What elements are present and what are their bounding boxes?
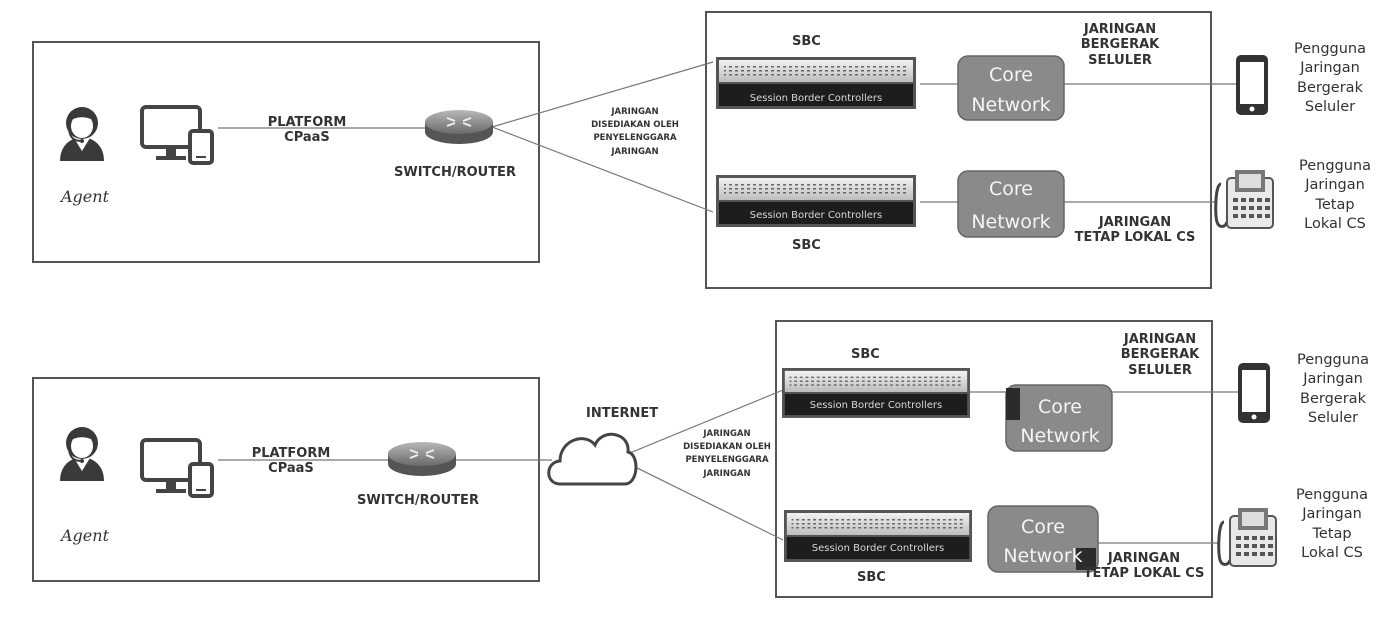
sbc-device-top-2: Session Border Controllers xyxy=(716,175,916,227)
enterprise-box-bottom xyxy=(32,377,540,582)
svg-text:Core: Core xyxy=(989,178,1033,200)
agent-icon xyxy=(59,426,105,482)
sbc-device-text: Session Border Controllers xyxy=(810,400,942,411)
connections-top xyxy=(218,61,1236,213)
computer-tablet-icon xyxy=(140,105,214,165)
sbc-label: SBC xyxy=(792,238,821,253)
desk-phone-icon xyxy=(1214,168,1275,230)
sbc-device-text: Session Border Controllers xyxy=(812,543,944,554)
enterprise-box-top xyxy=(32,41,540,263)
svg-text:Network: Network xyxy=(971,211,1050,233)
sbc-label: SBC xyxy=(857,570,886,585)
sbc-device-text: Session Border Controllers xyxy=(750,93,882,104)
svg-text:Network: Network xyxy=(1020,425,1099,447)
mobile-phone-icon xyxy=(1238,363,1270,423)
sbc-device-bottom-2: Session Border Controllers xyxy=(784,510,973,562)
svg-text:Network: Network xyxy=(971,94,1050,116)
core-network-bottom-2: Core Network xyxy=(987,505,1099,573)
core-network-top-2: Core Network xyxy=(957,170,1065,238)
sbc-device-text: Session Border Controllers xyxy=(750,210,882,221)
svg-text:Core: Core xyxy=(1038,396,1082,418)
router-label: SWITCH/ROUTER xyxy=(357,493,479,508)
router-label: SWITCH/ROUTER xyxy=(394,165,516,180)
agent-label: Agent xyxy=(61,187,109,206)
computer-tablet-icon xyxy=(140,438,214,498)
operator-box-top xyxy=(705,11,1212,289)
internet-cloud-icon xyxy=(547,432,638,486)
core-network-top-1: Core Network xyxy=(957,55,1065,121)
operator-box-bottom xyxy=(775,320,1213,598)
internet-label: INTERNET xyxy=(586,406,659,421)
sbc-device-top-1: Session Border Controllers xyxy=(716,57,916,109)
mobile-phone-icon xyxy=(1236,55,1268,115)
svg-text:Core: Core xyxy=(1021,516,1065,538)
core-network-bottom-1: Core Network xyxy=(1005,384,1113,452)
sbc-label: SBC xyxy=(851,347,880,362)
connections-bottom xyxy=(218,389,1238,544)
sbc-device-bottom-1: Session Border Controllers xyxy=(782,368,971,418)
agent-label: Agent xyxy=(61,526,109,545)
agent-icon xyxy=(59,106,105,162)
router-icon xyxy=(424,109,494,145)
svg-text:Network: Network xyxy=(1003,545,1082,567)
sbc-label: SBC xyxy=(792,34,821,49)
svg-text:Core: Core xyxy=(989,64,1033,86)
router-icon xyxy=(387,441,457,477)
desk-phone-icon xyxy=(1217,506,1278,568)
